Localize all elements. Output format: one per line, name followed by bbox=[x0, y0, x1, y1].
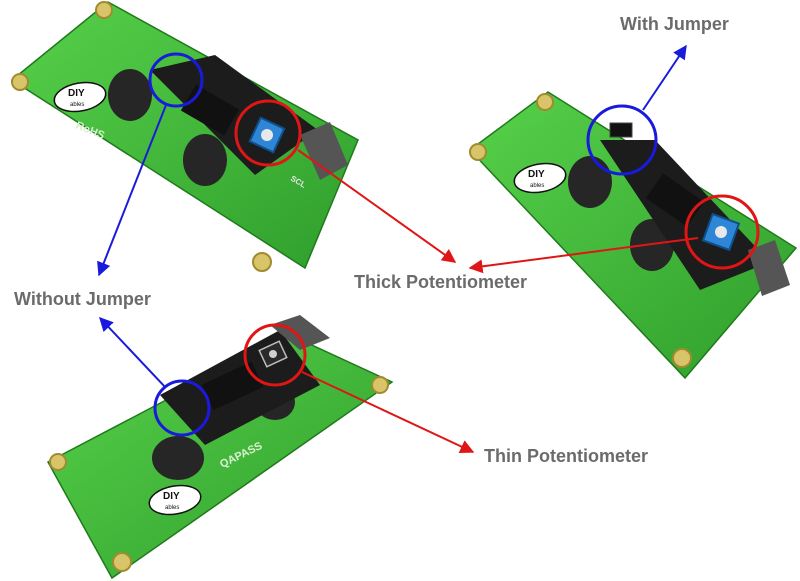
label-thin-potentiometer: Thin Potentiometer bbox=[484, 446, 649, 466]
trimmer-knob bbox=[261, 129, 273, 141]
potentiometer-highlight-circle bbox=[243, 323, 307, 387]
jumper-block bbox=[609, 122, 633, 138]
pcb-top-left bbox=[10, 1, 359, 270]
brand-text: DIY bbox=[68, 88, 85, 99]
arrow-with-jumper bbox=[642, 44, 687, 111]
jumper-highlight-circle bbox=[148, 52, 204, 108]
label-thick-potentiometer: Thick Potentiometer bbox=[354, 272, 528, 292]
brand-logo bbox=[148, 484, 202, 516]
mount-hole bbox=[536, 93, 554, 111]
arrow-thick-pot-left bbox=[297, 149, 457, 263]
header-pins bbox=[270, 315, 330, 350]
mount-hole bbox=[95, 1, 113, 19]
brand-sub-text: ables bbox=[165, 505, 179, 511]
brand-sub-text: ables bbox=[530, 183, 544, 189]
potentiometer-highlight-circle bbox=[234, 99, 302, 167]
header-pins bbox=[300, 122, 348, 180]
brand-sub-text: ables bbox=[70, 102, 84, 108]
brand-text: DIY bbox=[163, 491, 180, 502]
mount-hole bbox=[49, 453, 67, 471]
brand-logo bbox=[53, 81, 107, 113]
label-with-jumper: With Jumper bbox=[620, 14, 729, 34]
jumper-highlight-circle bbox=[153, 379, 211, 437]
trimmer-knob bbox=[269, 350, 277, 358]
potentiometer-highlight-circle bbox=[684, 194, 760, 270]
lcd-epoxy-blob bbox=[108, 69, 152, 121]
mount-hole bbox=[672, 348, 692, 368]
lcd-epoxy-blob bbox=[568, 156, 612, 208]
mount-hole bbox=[11, 73, 29, 91]
arrow-thin-pot bbox=[301, 371, 475, 454]
mount-hole bbox=[112, 552, 132, 572]
trimmer-knob bbox=[715, 226, 727, 238]
lcd-board-top-left: DIY ables RoHS SCL bbox=[10, 1, 359, 272]
lcd-epoxy-blob bbox=[152, 436, 204, 480]
mount-hole bbox=[469, 143, 487, 161]
brand-logo bbox=[513, 162, 567, 194]
ic-chip bbox=[201, 361, 264, 411]
label-without-jumper: Without Jumper bbox=[14, 289, 151, 309]
arrow-without-jumper-bottom bbox=[99, 316, 167, 389]
arrow-without-jumper-top bbox=[97, 104, 167, 277]
lcd-board-right: DIY ables bbox=[468, 91, 798, 380]
lcd-board-bottom: DIY ables QAPASS bbox=[46, 315, 394, 580]
header-pins bbox=[748, 240, 790, 296]
brand-text: DIY bbox=[528, 169, 545, 180]
lcd-epoxy-blob bbox=[183, 134, 227, 186]
mount-hole bbox=[252, 252, 272, 272]
arrow-thick-pot-right bbox=[468, 237, 699, 274]
mount-hole bbox=[371, 376, 389, 394]
jumper-highlight-circle bbox=[586, 104, 658, 176]
